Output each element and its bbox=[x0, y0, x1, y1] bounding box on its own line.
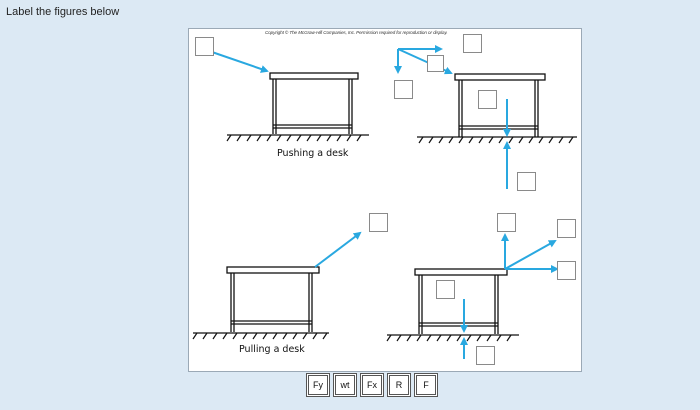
pull-components-ground bbox=[386, 334, 519, 342]
label-chip-f[interactable]: F bbox=[415, 374, 437, 396]
label-chip-r[interactable]: R bbox=[388, 374, 410, 396]
figure-panel: Copyright © The McGraw-Hill Companies, I… bbox=[188, 28, 582, 372]
push-component-arrows bbox=[394, 45, 511, 189]
drop-target-push-weight[interactable] bbox=[478, 90, 497, 109]
push-components-ground bbox=[417, 136, 577, 144]
pull-components-desk bbox=[414, 268, 508, 334]
copyright-notice: Copyright © The McGraw-Hill Companies, I… bbox=[265, 30, 448, 35]
drop-target-pull-resultant[interactable] bbox=[557, 219, 576, 238]
drop-target-push-fy[interactable] bbox=[394, 80, 413, 99]
push-ground bbox=[226, 134, 369, 142]
drop-target-pull-normal[interactable] bbox=[476, 346, 495, 365]
drop-target-pull-fy[interactable] bbox=[497, 213, 516, 232]
drop-target-push-resultant[interactable] bbox=[427, 55, 444, 72]
drop-target-push-normal[interactable] bbox=[517, 172, 536, 191]
drop-target-pull-force[interactable] bbox=[369, 213, 388, 232]
instruction-text: Label the figures below bbox=[6, 6, 120, 18]
label-chip-fy[interactable]: Fy bbox=[307, 374, 329, 396]
label-bank: Fy wt Fx R F bbox=[307, 374, 437, 396]
drop-target-pull-fx[interactable] bbox=[557, 261, 576, 280]
pull-component-arrows bbox=[460, 233, 559, 359]
drop-target-push-force[interactable] bbox=[195, 37, 214, 56]
caption-pushing: Pushing a desk bbox=[277, 148, 349, 159]
caption-pulling: Pulling a desk bbox=[239, 344, 305, 355]
drop-target-pull-weight[interactable] bbox=[436, 280, 455, 299]
push-force-arrow bbox=[208, 50, 269, 73]
pull-desk bbox=[226, 266, 320, 332]
push-components-desk bbox=[454, 73, 546, 137]
pull-ground bbox=[192, 332, 329, 340]
push-desk bbox=[269, 72, 359, 134]
label-chip-fx[interactable]: Fx bbox=[361, 374, 383, 396]
desk-diagram bbox=[192, 45, 577, 359]
label-chip-wt[interactable]: wt bbox=[334, 374, 356, 396]
drop-target-push-fx[interactable] bbox=[463, 34, 482, 53]
pull-force-arrow bbox=[314, 231, 362, 268]
